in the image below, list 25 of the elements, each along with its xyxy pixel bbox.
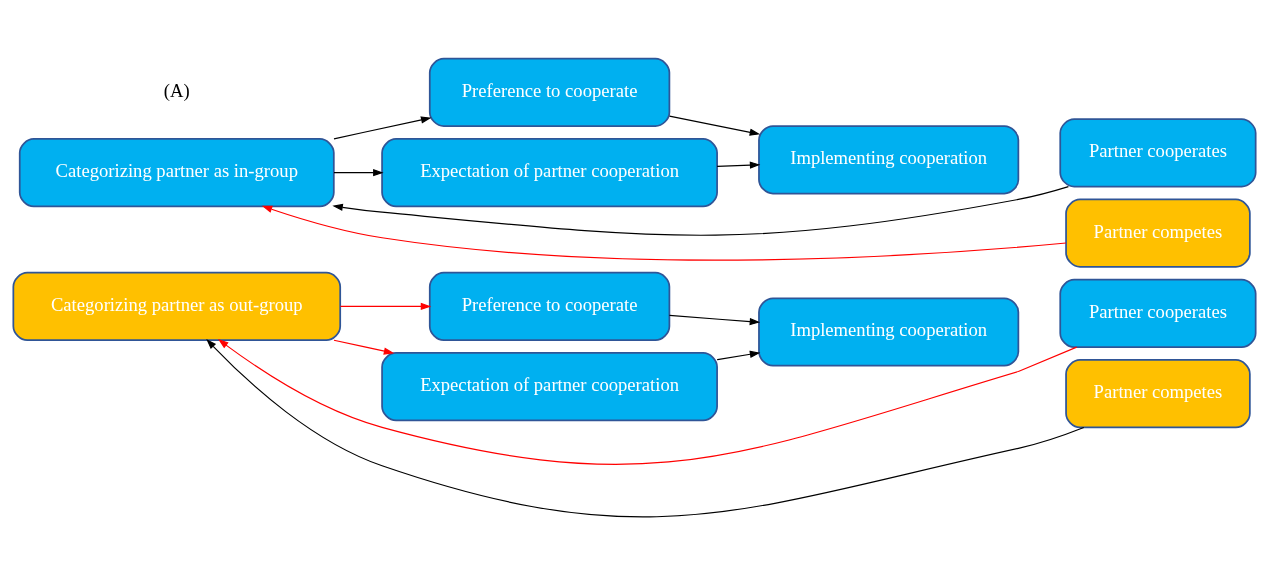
arrow	[333, 339, 395, 355]
node-box: Preference to cooperate	[428, 57, 671, 127]
node-box: Implementing cooperation	[758, 124, 1020, 194]
node-box: Implementing cooperation	[758, 296, 1020, 367]
node-box: Expectation of partner cooperation	[381, 137, 718, 207]
arrow	[218, 338, 1078, 465]
arrow	[333, 115, 432, 139]
arrow	[332, 185, 1069, 236]
arrow	[206, 338, 1085, 517]
arrow	[333, 168, 384, 176]
arrow	[716, 160, 761, 169]
node-box: Partner competes	[1065, 358, 1251, 428]
arrow	[668, 115, 761, 136]
arrow	[261, 205, 1067, 261]
node-box: Partner cooperates	[1059, 278, 1257, 348]
node-box: Preference to cooperate	[428, 271, 671, 341]
arrow	[668, 314, 761, 325]
node-box: Partner competes	[1065, 198, 1251, 268]
node-box: Categorizing partner as in-group	[18, 137, 335, 207]
node-box: Categorizing partner as out-group	[12, 271, 342, 341]
label: (A)	[163, 79, 190, 101]
node-box: Expectation of partner cooperation	[381, 351, 718, 421]
arrow	[716, 350, 761, 360]
node-box: Partner cooperates	[1059, 117, 1257, 187]
arrow	[339, 302, 432, 310]
